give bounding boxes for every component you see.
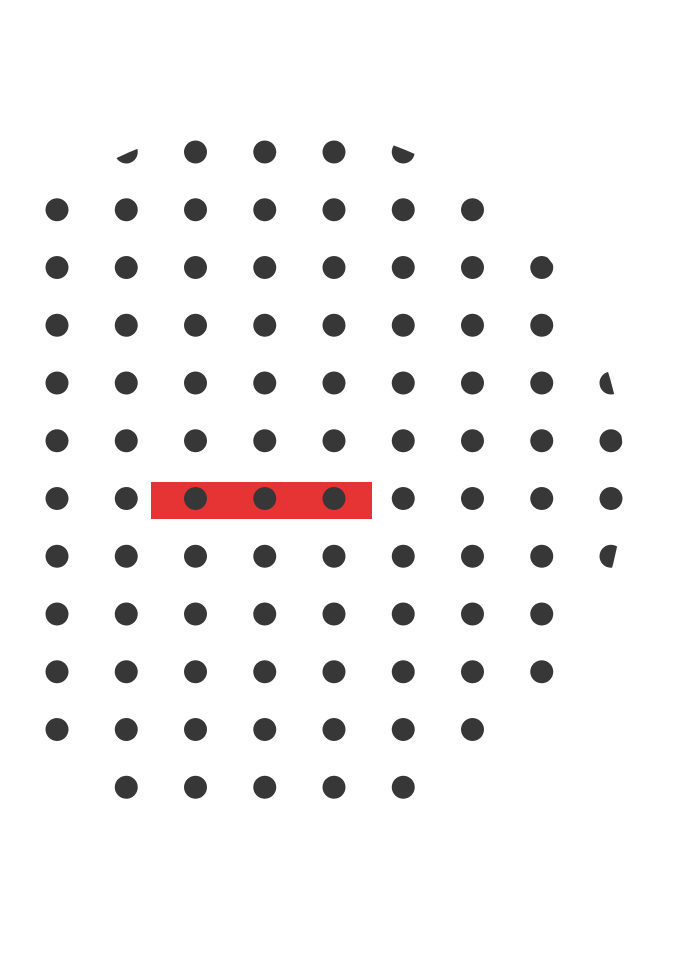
dot	[391, 660, 415, 684]
highlighted-dots	[184, 487, 346, 510]
dot	[114, 775, 138, 799]
dot	[114, 371, 138, 395]
dot	[322, 256, 346, 279]
dot	[45, 313, 69, 337]
dot	[45, 256, 69, 279]
dot	[184, 660, 207, 684]
dot	[253, 140, 277, 164]
dot	[322, 544, 346, 568]
dot	[461, 660, 484, 684]
dot	[461, 718, 484, 741]
dot	[461, 602, 484, 626]
dot	[184, 544, 207, 568]
dot	[45, 198, 69, 222]
dot	[184, 371, 207, 395]
dot	[530, 544, 554, 568]
highlighted-dot	[322, 487, 346, 510]
dot	[322, 429, 346, 453]
dot	[322, 718, 346, 741]
dot	[461, 487, 484, 510]
dot	[461, 544, 484, 568]
highlighted-dot	[253, 487, 277, 510]
dot	[461, 198, 484, 222]
dot	[253, 429, 277, 453]
dot	[184, 313, 207, 337]
dot	[45, 544, 69, 568]
dot	[461, 371, 484, 395]
dot	[461, 256, 484, 279]
dot	[322, 371, 346, 395]
dot	[530, 602, 554, 626]
dot	[530, 371, 554, 395]
dot	[45, 718, 69, 741]
dot	[184, 429, 207, 453]
dot	[461, 429, 484, 453]
dot	[184, 256, 207, 279]
dot	[184, 602, 207, 626]
dot	[114, 718, 138, 741]
dot	[114, 313, 138, 337]
dot	[253, 602, 277, 626]
dot	[391, 544, 415, 568]
dot	[530, 660, 554, 684]
dot	[391, 718, 415, 741]
dot	[45, 371, 69, 395]
dot	[322, 198, 346, 222]
dot	[45, 660, 69, 684]
dot	[114, 256, 138, 279]
dot	[599, 429, 623, 453]
dot	[599, 487, 623, 510]
dot	[253, 256, 277, 279]
dot	[253, 775, 277, 799]
dot	[322, 602, 346, 626]
dot	[253, 313, 277, 337]
dot	[114, 602, 138, 626]
dot	[461, 313, 484, 337]
dot	[114, 198, 138, 222]
dot	[184, 775, 207, 799]
dot	[253, 660, 277, 684]
dot	[184, 718, 207, 741]
highlighted-dot	[184, 487, 207, 510]
dot	[391, 198, 415, 222]
dot	[253, 371, 277, 395]
dot	[45, 487, 69, 510]
dot	[530, 429, 554, 453]
dot	[253, 198, 277, 222]
dot	[253, 544, 277, 568]
dot	[184, 198, 207, 222]
dot	[114, 487, 138, 510]
dot	[253, 718, 277, 741]
dot	[530, 487, 554, 510]
dot	[322, 313, 346, 337]
dot	[530, 256, 554, 279]
dot	[391, 371, 415, 395]
dot	[530, 313, 554, 337]
dot	[391, 487, 415, 510]
dot	[391, 602, 415, 626]
dot	[184, 140, 207, 164]
dot	[114, 429, 138, 453]
dot	[391, 256, 415, 279]
dot	[114, 544, 138, 568]
dot	[45, 602, 69, 626]
dot	[391, 775, 415, 799]
dot	[322, 660, 346, 684]
dot	[391, 313, 415, 337]
dot	[45, 429, 69, 453]
dot	[391, 429, 415, 453]
dot	[114, 660, 138, 684]
dot	[322, 140, 346, 164]
dot	[322, 775, 346, 799]
